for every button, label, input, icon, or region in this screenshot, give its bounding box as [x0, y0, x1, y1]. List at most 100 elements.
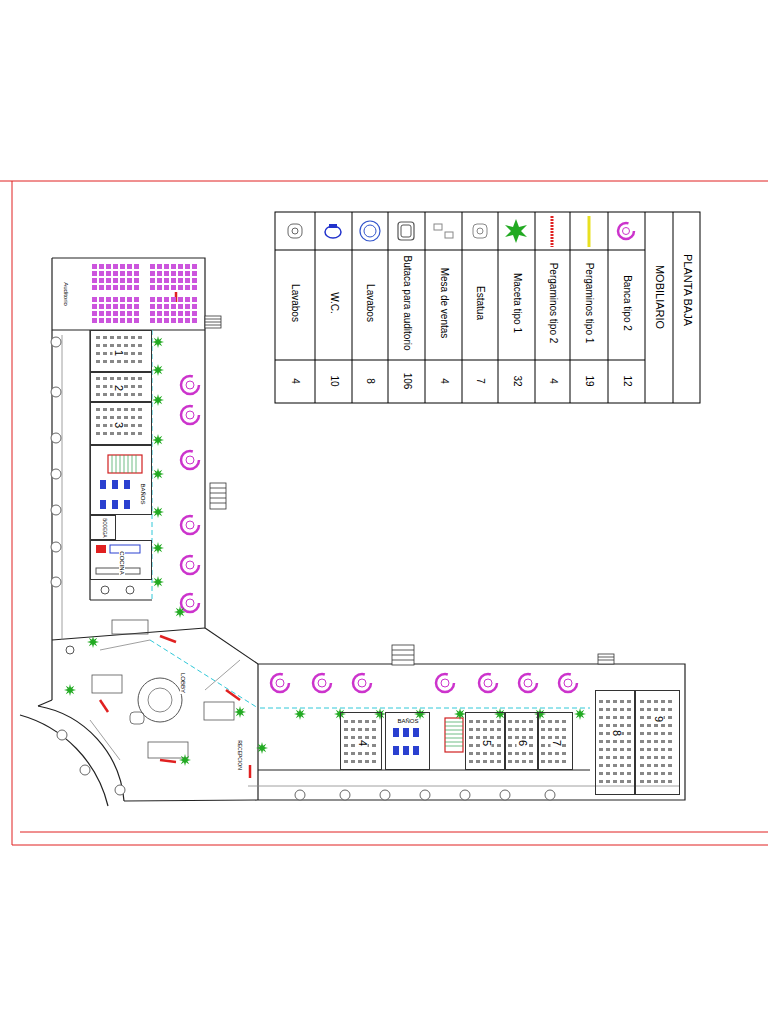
desk-symbol — [344, 720, 348, 723]
desk-symbol — [138, 416, 142, 419]
desk-symbol — [654, 732, 658, 735]
auditorium-seat — [120, 271, 125, 276]
desk-symbol — [365, 752, 369, 755]
table-cell: 4 — [439, 378, 449, 384]
desk-symbol — [372, 736, 376, 739]
desk-symbol — [103, 416, 107, 419]
desk-symbol — [138, 393, 142, 396]
desk-symbol — [96, 344, 100, 347]
desk-symbol — [599, 708, 603, 711]
column-symbol — [51, 542, 61, 552]
room-label: RECEPCION — [237, 739, 242, 771]
auditorium-seat — [157, 318, 162, 323]
auditorium-seat — [157, 297, 162, 302]
desk-symbol — [96, 432, 100, 435]
desk-symbol — [138, 352, 142, 355]
auditorium-seat — [99, 304, 104, 309]
room-area: 4 — [340, 712, 382, 770]
desk-symbol — [103, 432, 107, 435]
bench-symbol — [441, 679, 449, 687]
auditorium-seat — [178, 318, 183, 323]
auditorium-seat — [157, 271, 162, 276]
desk-symbol — [490, 752, 494, 755]
desk-symbol — [96, 336, 100, 339]
desk-symbol — [654, 748, 658, 751]
desk-symbol — [351, 760, 355, 763]
desk-symbol — [627, 780, 631, 783]
desk-symbol — [344, 744, 348, 747]
desk-symbol — [131, 352, 135, 355]
desk-symbol — [490, 728, 494, 731]
auditorium-seat — [127, 318, 132, 323]
auditorium-seat — [171, 271, 176, 276]
bench-symbol — [313, 674, 331, 692]
desk-symbol — [529, 752, 533, 755]
column-symbol — [460, 790, 470, 800]
desk-symbol — [606, 716, 610, 719]
plant-symbol — [152, 434, 164, 446]
desk-symbol — [110, 408, 114, 411]
bench-symbol — [181, 594, 199, 612]
room-label: 5 — [481, 739, 492, 747]
desk-symbol — [124, 416, 128, 419]
desk-symbol — [627, 772, 631, 775]
desk-symbol — [110, 416, 114, 419]
plant-symbol — [64, 684, 76, 696]
auditorium-seat — [99, 264, 104, 269]
auditorium-seat — [185, 311, 190, 316]
auditorium-seat — [120, 304, 125, 309]
bench-symbol — [353, 674, 371, 692]
legend-text: Estatua — [475, 286, 485, 320]
desk-symbol — [599, 724, 603, 727]
auditorium-seat — [120, 285, 125, 290]
desk-symbol — [668, 780, 672, 783]
auditorium-seat — [171, 278, 176, 283]
desk-symbol — [661, 756, 665, 759]
desk-symbol — [613, 740, 617, 743]
auditorium-seat — [185, 285, 190, 290]
desk-symbol — [647, 780, 651, 783]
room-area: BAÑOS — [90, 445, 152, 515]
desk-symbol — [515, 752, 519, 755]
auditorium-seat — [127, 278, 132, 283]
desk-symbol — [372, 752, 376, 755]
auditorium-seat — [164, 285, 169, 290]
desk-symbol — [661, 780, 665, 783]
bench-symbol — [181, 406, 199, 424]
desk-symbol — [124, 377, 128, 380]
auditorium-seat — [127, 264, 132, 269]
table-cell: 106 — [402, 373, 412, 390]
room-label: 1 — [113, 349, 124, 357]
desk-symbol — [124, 432, 128, 435]
desk-symbol — [124, 344, 128, 347]
desk-symbol — [138, 424, 142, 427]
desk-symbol — [606, 740, 610, 743]
column-symbol — [340, 790, 350, 800]
room-label: 7 — [551, 739, 562, 747]
bench-symbol — [276, 679, 284, 687]
desk-symbol — [103, 393, 107, 396]
auditorium-seat — [99, 297, 104, 302]
desk-symbol — [351, 752, 355, 755]
auditorium-seat — [92, 271, 97, 276]
desk-symbol — [613, 708, 617, 711]
column-symbol — [500, 790, 510, 800]
desk-symbol — [620, 716, 624, 719]
desk-symbol — [562, 760, 566, 763]
desk-symbol — [96, 352, 100, 355]
desk-symbol — [541, 744, 545, 747]
desk-symbol — [131, 344, 135, 347]
desk-symbol — [647, 772, 651, 775]
desk-symbol — [497, 752, 501, 755]
desk-symbol — [96, 360, 100, 363]
table-cell: 8 — [365, 378, 375, 384]
desk-symbol — [647, 756, 651, 759]
auditorium-seat — [164, 318, 169, 323]
auditorium-seat — [106, 304, 111, 309]
desk-symbol — [599, 764, 603, 767]
desk-symbol — [117, 393, 121, 396]
desk-symbol — [131, 432, 135, 435]
bench-symbol — [519, 674, 537, 692]
desk-symbol — [469, 752, 473, 755]
desk-symbol — [668, 740, 672, 743]
